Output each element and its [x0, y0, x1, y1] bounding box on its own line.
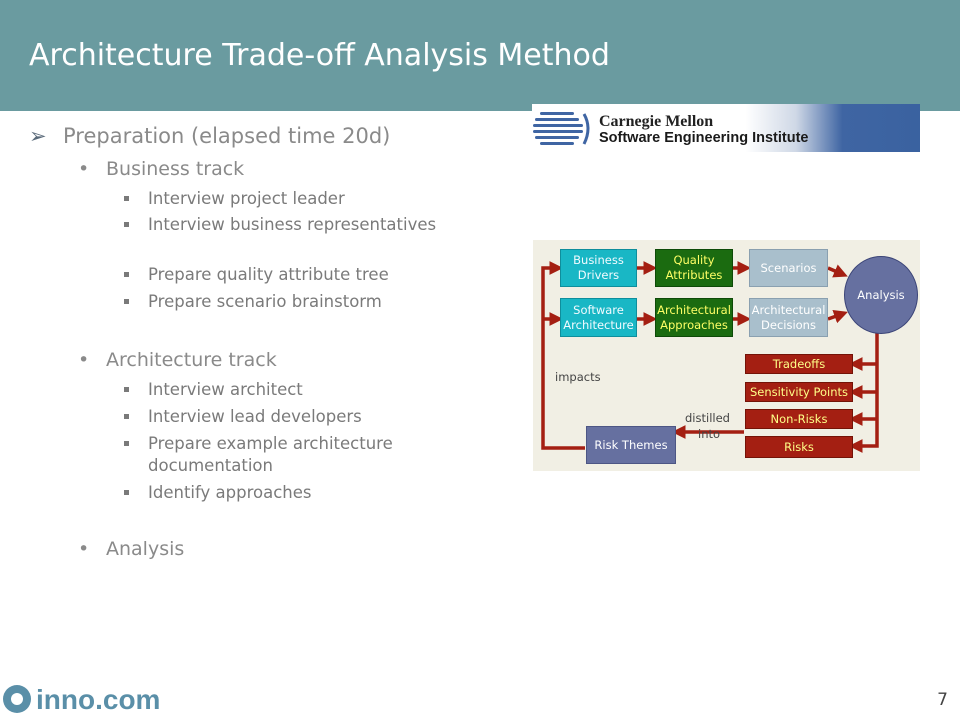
inno-logo-icon — [3, 685, 31, 713]
sei-globe-icon — [533, 112, 590, 145]
label-into: into — [698, 427, 721, 441]
list-item: Identify approaches — [124, 482, 444, 504]
diagram-arrows — [541, 261, 879, 453]
list-item: Prepare scenario brainstorm — [124, 291, 444, 313]
circle-analysis: Analysis — [844, 256, 918, 334]
footer-logo-text: inno.com — [36, 684, 161, 715]
list-item: Interview business representatives — [124, 214, 444, 236]
square-bullet-icon — [124, 299, 129, 304]
dot-bullet-icon: • — [78, 158, 90, 180]
footer-logo: inno.com — [0, 684, 180, 720]
square-bullet-icon — [124, 222, 129, 227]
box-risk-themes: Risk Themes — [586, 426, 676, 464]
square-bullet-icon — [124, 490, 129, 495]
box-business-drivers: Business Drivers — [560, 249, 637, 287]
arrow-bullet-icon: ➢ — [29, 124, 47, 148]
bullet-preparation: ➢Preparation (elapsed time 20d) — [29, 124, 391, 148]
box-non-risks: Non-Risks — [745, 409, 853, 429]
box-architectural-approaches: Architectural Approaches — [655, 298, 733, 337]
square-bullet-icon — [124, 441, 129, 446]
sei-logo-banner: Carnegie Mellon Software Engineering Ins… — [532, 104, 920, 152]
box-tradeoffs: Tradeoffs — [745, 354, 853, 374]
list-item: Interview lead developers — [124, 406, 444, 428]
dot-bullet-icon: • — [78, 349, 90, 371]
box-architectural-decisions: Architectural Decisions — [749, 298, 828, 337]
label-impacts: impacts — [555, 370, 601, 384]
bullet-analysis: •Analysis — [78, 538, 185, 560]
list-item: Interview architect — [124, 379, 444, 401]
box-sensitivity-points: Sensitivity Points — [745, 382, 853, 402]
box-quality-attributes: Quality Attributes — [655, 249, 733, 287]
square-bullet-icon — [124, 414, 129, 419]
page-number: 7 — [937, 690, 948, 710]
square-bullet-icon — [124, 272, 129, 277]
box-software-architecture: Software Architecture — [560, 298, 637, 337]
list-item: Prepare quality attribute tree — [124, 264, 444, 286]
dot-bullet-icon: • — [78, 538, 90, 560]
title-bar: Architecture Trade-off Analysis Method — [0, 0, 960, 111]
logo-line1: Carnegie Mellon — [599, 113, 714, 130]
bullet-business-track: •Business track — [78, 158, 245, 180]
list-item: Interview project leader — [124, 188, 444, 210]
logo-line2: Software Engineering Institute — [599, 130, 809, 146]
slide-title: Architecture Trade-off Analysis Method — [29, 38, 610, 73]
atam-diagram: Business Drivers Quality Attributes Scen… — [533, 240, 920, 471]
label-distilled: distilled — [685, 411, 730, 425]
square-bullet-icon — [124, 387, 129, 392]
box-scenarios: Scenarios — [749, 249, 828, 287]
bullet-architecture-track: •Architecture track — [78, 349, 277, 371]
list-item: Prepare example architecture documentati… — [124, 433, 444, 477]
square-bullet-icon — [124, 196, 129, 201]
box-risks: Risks — [745, 436, 853, 458]
